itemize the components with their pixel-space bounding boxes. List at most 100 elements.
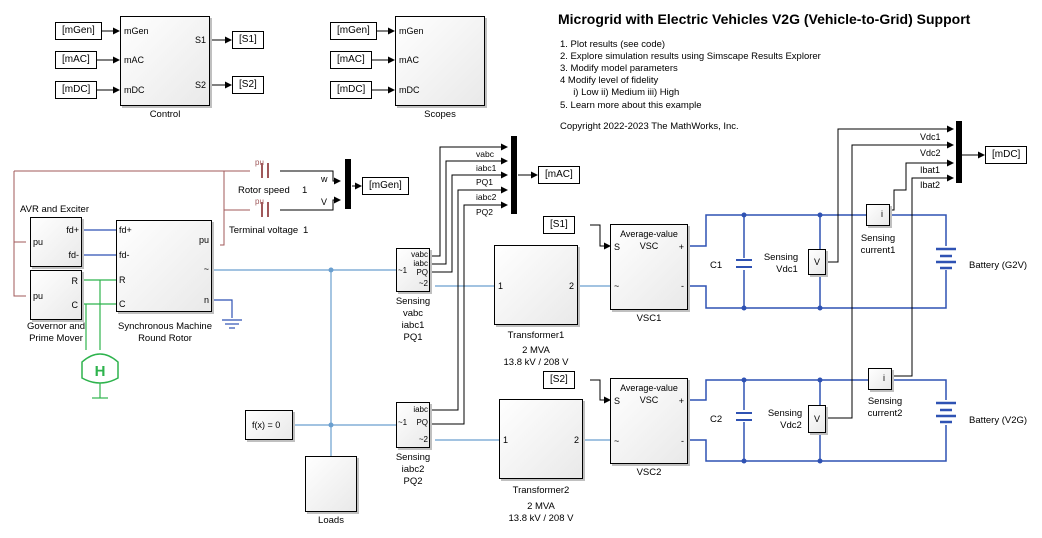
battery-g2v-label: Battery (G2V) xyxy=(969,260,1028,271)
transformer2-block[interactable]: 1 2 xyxy=(499,399,583,479)
capacitor-symbols xyxy=(736,259,752,421)
info-line-plot[interactable]: 1. Plot results (see code) xyxy=(560,39,666,50)
gen-mux-v-label: V xyxy=(321,197,328,207)
pu-sensor-glyphs xyxy=(261,163,269,217)
vsc1-port-s: S xyxy=(614,242,621,252)
current-sensor1-label2: current1 xyxy=(860,245,896,256)
scopes-block[interactable]: mGen mAC mDC xyxy=(395,16,485,106)
machine-port-pu: pu xyxy=(198,235,209,245)
dc-mux-bar xyxy=(956,121,962,183)
scopes-port-mdc: mDC xyxy=(399,85,420,95)
vsc2-title2: VSC xyxy=(639,395,659,405)
dc-junctions xyxy=(741,212,823,464)
scopes-goto-mac[interactable]: [mAC] xyxy=(330,51,372,69)
transformer2-port-1: 1 xyxy=(503,435,509,445)
rotor-speed-label: Rotor speed xyxy=(238,185,290,196)
ac-mux-bar xyxy=(511,136,517,214)
info-line-explore[interactable]: 2. Explore simulation results using Sims… xyxy=(560,51,821,62)
sensing2-port-ac2: ~2 xyxy=(418,435,428,444)
bus-junctions xyxy=(328,267,334,428)
voltage-sensor2-label1: Sensing xyxy=(767,408,803,419)
vsc2-from-s2[interactable]: [S2] xyxy=(543,371,575,389)
avr-port-pu: pu xyxy=(33,237,44,247)
gen-mux-bar xyxy=(345,159,351,209)
info-line-fidelity: 4 Modify level of fidelity xyxy=(560,75,659,86)
synchronous-machine-block[interactable]: fd+ fd- R C pu ~ n xyxy=(116,220,212,312)
vsc2-label: VSC2 xyxy=(636,467,662,478)
avr-block[interactable]: pu fd+ fd- xyxy=(30,217,82,267)
transformer2-rating: 2 MVA xyxy=(527,501,555,512)
vsc1-label: VSC1 xyxy=(636,313,662,324)
machine-port-c: C xyxy=(119,299,126,309)
sensing1-port-vabc: vabc xyxy=(411,250,428,259)
ac-signal-lines xyxy=(430,143,538,425)
info-line-fidelity-options[interactable]: i) Low ii) Medium iii) High xyxy=(560,87,680,98)
capacitor-c2-label: C2 xyxy=(710,414,723,425)
governor-block[interactable]: pu R C xyxy=(30,270,82,320)
vsc2-block[interactable]: Average-value VSC S + ~ - xyxy=(610,378,688,464)
vsc2-port-ac: ~ xyxy=(614,436,620,446)
vsc2-port-s: S xyxy=(614,396,621,406)
control-goto-mgen[interactable]: [mGen] xyxy=(55,22,102,40)
current-sensor1-block[interactable]: i xyxy=(866,204,890,226)
control-block[interactable]: mGen mAC mDC S1 S2 xyxy=(120,16,210,106)
dc-mux-signal-ibat1: Ibat1 xyxy=(920,165,941,175)
vsc1-block[interactable]: Average-value VSC S + ~ - xyxy=(610,224,688,310)
transformer2-port-2: 2 xyxy=(573,435,579,445)
vsc1-from-s1[interactable]: [S1] xyxy=(543,216,575,234)
voltage-sensor1-label2: Vdc1 xyxy=(776,264,798,275)
model-title: Microgrid with Electric Vehicles V2G (Ve… xyxy=(558,11,971,27)
transformer2-label: Transformer2 xyxy=(512,485,570,496)
sensing2-block[interactable]: iabc PQ ~1 ~2 xyxy=(396,402,430,448)
sensing2-port-ac1: ~1 xyxy=(398,418,408,427)
control-goto-mdc[interactable]: [mDC] xyxy=(55,81,98,99)
scopes-label: Scopes xyxy=(424,109,456,120)
sensing1-label-2: vabc xyxy=(402,308,424,319)
loads-block[interactable] xyxy=(305,456,357,512)
voltage-sensor2-block[interactable]: V xyxy=(808,405,826,433)
current-sensor2-block[interactable]: i xyxy=(868,368,892,390)
voltage-sensor1-block[interactable]: V xyxy=(808,249,826,275)
ac-mux-signal-iabc1: iabc1 xyxy=(476,163,497,173)
transformer1-block[interactable]: 1 2 xyxy=(494,245,578,325)
sensing1-port-iabc: iabc xyxy=(413,259,428,268)
control-from-s1[interactable]: [S1] xyxy=(232,31,264,49)
solver-config-text: f(x) = 0 xyxy=(252,420,281,430)
voltage-sensor2-label2: Vdc2 xyxy=(780,420,802,431)
governor-port-pu: pu xyxy=(33,291,44,301)
control-port-mdc: mDC xyxy=(124,85,145,95)
info-line-learn[interactable]: 5. Learn more about this example xyxy=(560,100,702,111)
speed-voltage-lines xyxy=(280,170,362,211)
machine-port-ac: ~ xyxy=(203,264,209,274)
control-from-s2[interactable]: [S2] xyxy=(232,76,264,94)
scopes-port-mgen: mGen xyxy=(399,26,424,36)
governor-port-c: C xyxy=(71,300,79,310)
gen-mux-w-label: w xyxy=(321,174,328,184)
sensing1-label-4: PQ1 xyxy=(403,332,423,343)
current-sensor2-label2: current2 xyxy=(867,408,903,419)
machine-port-fdminus: fd- xyxy=(119,250,130,260)
control-port-s1: S1 xyxy=(194,35,206,45)
machine-port-fdplus: fd+ xyxy=(119,225,132,235)
sensing2-label-3: PQ2 xyxy=(403,476,423,487)
ac-goto-tag[interactable]: [mAC] xyxy=(538,166,580,184)
control-goto-mac[interactable]: [mAC] xyxy=(55,51,97,69)
scopes-goto-mdc[interactable]: [mDC] xyxy=(330,81,373,99)
sensing1-block[interactable]: vabc iabc PQ ~1 ~2 xyxy=(396,248,430,292)
dc-goto-tag[interactable]: [mDC] xyxy=(985,146,1028,164)
copyright: Copyright 2022-2023 The MathWorks, Inc. xyxy=(560,121,739,132)
gen-goto-tag[interactable]: [mGen] xyxy=(362,177,409,195)
avr-to-machine-wires xyxy=(82,229,233,318)
dc-mux-signal-vdc2: Vdc2 xyxy=(920,148,941,158)
info-line-params[interactable]: 3. Modify model parameters xyxy=(560,63,678,74)
current-sensor1-symbol: i xyxy=(881,209,883,219)
solver-config-block[interactable]: f(x) = 0 xyxy=(245,410,293,440)
transformer2-voltage: 13.8 kV / 208 V xyxy=(508,513,574,524)
vsc1-title1: Average-value xyxy=(620,229,678,239)
vsc-input-lines xyxy=(590,224,611,404)
battery-v2g-label: Battery (V2G) xyxy=(969,415,1028,426)
scopes-goto-mgen[interactable]: [mGen] xyxy=(330,22,377,40)
terminal-voltage-label: Terminal voltage xyxy=(229,225,299,236)
voltage-sensor1-label1: Sensing xyxy=(763,252,799,263)
governor-port-r: R xyxy=(71,276,79,286)
